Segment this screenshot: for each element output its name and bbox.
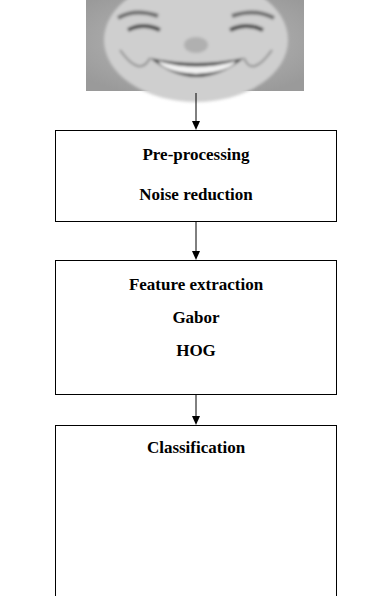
- box-title: Feature extraction: [129, 275, 263, 295]
- flow-arrow: [192, 395, 200, 425]
- process-box: Pre-processingNoise reduction: [55, 130, 337, 222]
- arrow-line: [196, 93, 197, 122]
- face: [104, 0, 288, 102]
- flow-arrow: [192, 222, 200, 260]
- process-box: Classification: [55, 425, 337, 596]
- box-title: Classification: [147, 438, 245, 458]
- box-item: Gabor: [172, 308, 219, 328]
- arrow-head: [192, 121, 200, 130]
- box-item: HOG: [176, 341, 216, 361]
- box-title: Pre-processing: [142, 145, 249, 165]
- box-item: Noise reduction: [139, 185, 253, 205]
- process-box: Feature extractionGaborHOG: [55, 260, 337, 395]
